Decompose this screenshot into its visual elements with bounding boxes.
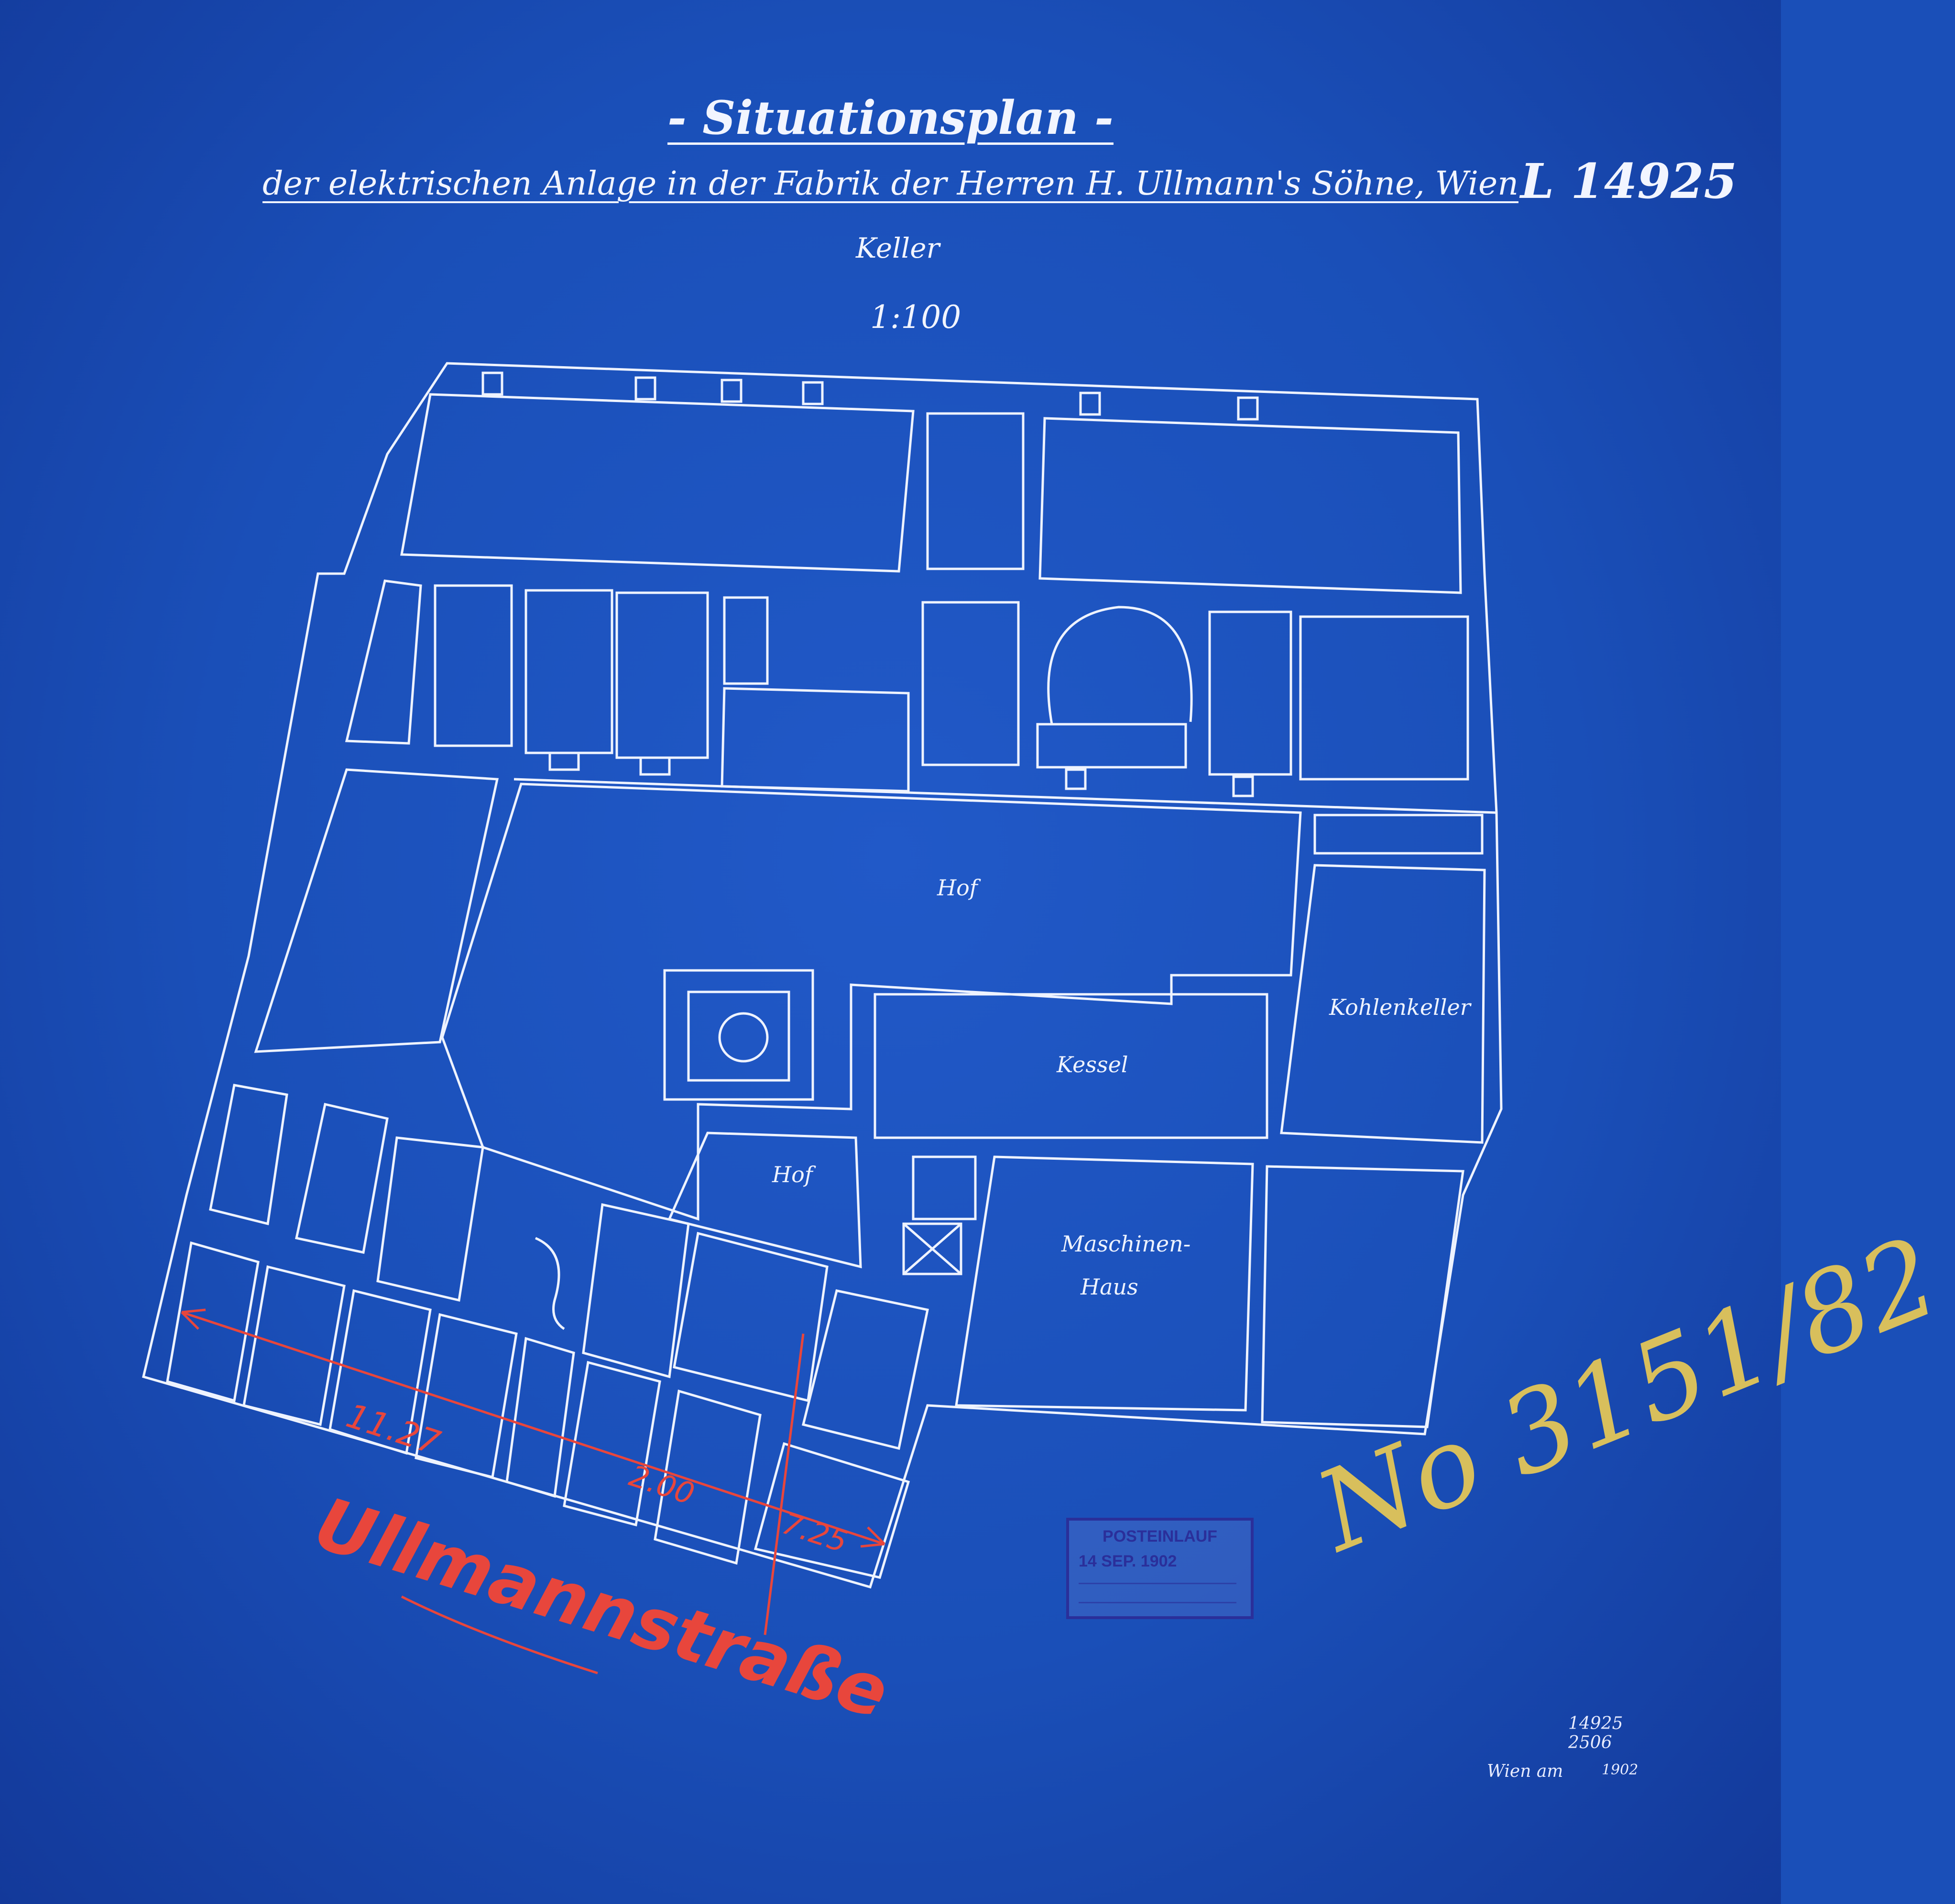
well-circle [718,1012,769,1063]
boiler-arch [1047,606,1193,725]
room-lower-right [1261,1165,1464,1428]
room-top-right [1038,417,1462,594]
well-outer [663,969,814,1101]
room-ll-5 [673,1231,829,1403]
corridor-line [513,778,1497,814]
room-label-maschinenhaus-line1: Maschinen- [1061,1231,1191,1257]
room-label-kohlenkeller: Kohlenkeller [1329,994,1471,1020]
red-arrow-right [860,1526,885,1548]
floor-plan [142,362,1503,1675]
room-kohlenkeller [1280,864,1486,1144]
room-row2-b [434,584,513,747]
room-mid-a [912,1155,977,1220]
stamp-date: 14 SEP. 1902 [1079,1552,1177,1570]
plan-title: - Situationsplan - [667,91,1114,145]
room-row2-e [723,596,769,685]
room-row2-c [524,589,613,754]
room-row2-i [1299,615,1469,781]
room-label-hof: Hof [937,875,978,901]
posteinlauf-stamp: POSTEINLAUF 14 SEP. 1902 [1066,1518,1254,1619]
room-top-left [400,393,915,573]
room-label-maschinenhaus-line2: Haus [1081,1274,1138,1300]
note-place: Wien am [1487,1762,1563,1781]
room-bottom-1 [166,1241,260,1403]
room-top-passage [926,412,1025,570]
red-tick-1 [764,1333,805,1635]
room-bottom-6 [563,1360,661,1527]
stamp-title: POSTEINLAUF [1103,1527,1217,1545]
room-left-wing [254,768,499,1053]
room-ll-4 [582,1203,690,1379]
red-arrow-left [181,1308,206,1330]
building-outline [142,362,1503,1589]
room-row2-g [921,601,1020,766]
well-inner [687,990,790,1082]
stair-cross [903,1223,962,1275]
room-bottom-7 [654,1389,762,1565]
room-maschinenhaus [955,1155,1254,1412]
room-row2-d [615,591,709,759]
plan-subtitle: der elektrischen Anlage in der Fabrik de… [262,165,1518,203]
plan-number: L 14925 [1520,153,1737,209]
note-number-1: 14925 [1568,1714,1623,1733]
room-hof-lower [667,1132,862,1269]
room-label-hof-lower: Hof [772,1162,813,1187]
room-small-right-top [1313,814,1484,855]
stamp-rule [1079,1602,1236,1603]
room-row2-h [1208,610,1292,776]
floor-label: Keller [856,232,940,264]
stair-box [902,1222,962,1275]
room-kessel [874,993,1268,1139]
red-dimension-line [181,1311,885,1545]
room-bottom-2 [242,1265,346,1426]
room-bottom-5 [505,1337,575,1498]
red-underline [401,1595,598,1675]
room-label-kessel: Kessel [1057,1052,1128,1077]
room-ll-2 [295,1102,389,1254]
room-bottom-8 [754,1442,910,1579]
courtyard-upper [441,783,1302,1221]
room-bottom-4 [415,1313,518,1479]
room-ll-1 [209,1084,288,1226]
room-row2-a [345,579,422,745]
boiler-base [1036,723,1187,769]
room-bottom-3 [328,1289,432,1455]
scale-label: 1:100 [870,299,961,336]
stamp-rule [1079,1583,1236,1584]
stair-spiral [535,1237,565,1330]
note-year: 1902 [1602,1762,1638,1778]
room-bottom-9 [801,1289,929,1450]
note-number-2: 2506 [1568,1733,1612,1752]
room-ll-3 [376,1136,484,1302]
room-row2-f [721,687,910,793]
